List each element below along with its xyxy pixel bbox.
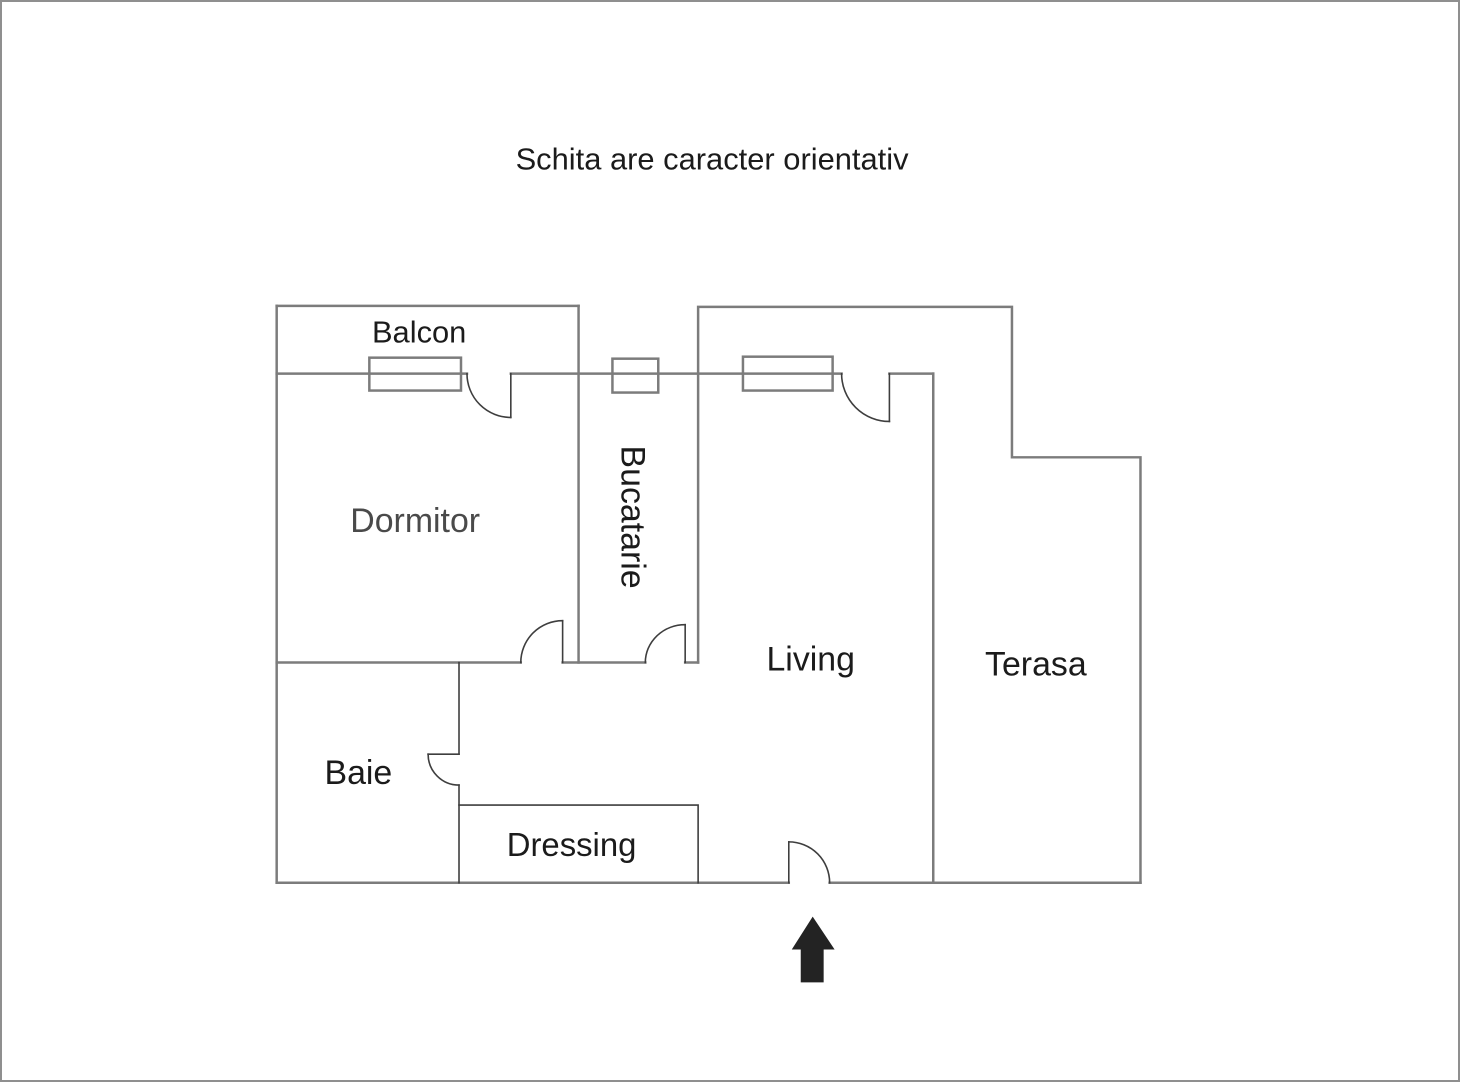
entrance-arrow-icon bbox=[791, 916, 835, 983]
room-label-terasa: Terasa bbox=[985, 646, 1087, 684]
room-label-bucatarie: Bucatarie bbox=[613, 446, 651, 589]
door-arc-bucatarie bbox=[644, 623, 686, 664]
room-label-baie: Baie bbox=[324, 754, 392, 792]
room-label-dormitor: Dormitor bbox=[350, 502, 480, 540]
walls bbox=[275, 304, 1142, 884]
room-label-living: Living bbox=[766, 641, 854, 679]
window-icon-dormitor bbox=[368, 356, 463, 392]
room-label-dressing: Dressing bbox=[507, 826, 637, 863]
labels: Schita are caracter orientativ Balcon Do… bbox=[324, 141, 1086, 862]
room-label-balcon: Balcon bbox=[372, 315, 466, 350]
doors-and-partitions bbox=[427, 372, 891, 884]
dressing-wall bbox=[458, 804, 699, 884]
door-arc-terasa bbox=[840, 372, 891, 423]
door-arc-dormitor bbox=[519, 619, 564, 664]
bucatarie-living-wall bbox=[696, 305, 1142, 884]
door-arc-entrance bbox=[787, 841, 831, 884]
door-arc-balcon bbox=[466, 372, 512, 419]
door-arc-baie bbox=[427, 753, 460, 786]
page-title: Schita are caracter orientativ bbox=[516, 141, 910, 176]
window-icon-bucatarie bbox=[611, 357, 660, 394]
window-icon-living bbox=[741, 355, 834, 392]
